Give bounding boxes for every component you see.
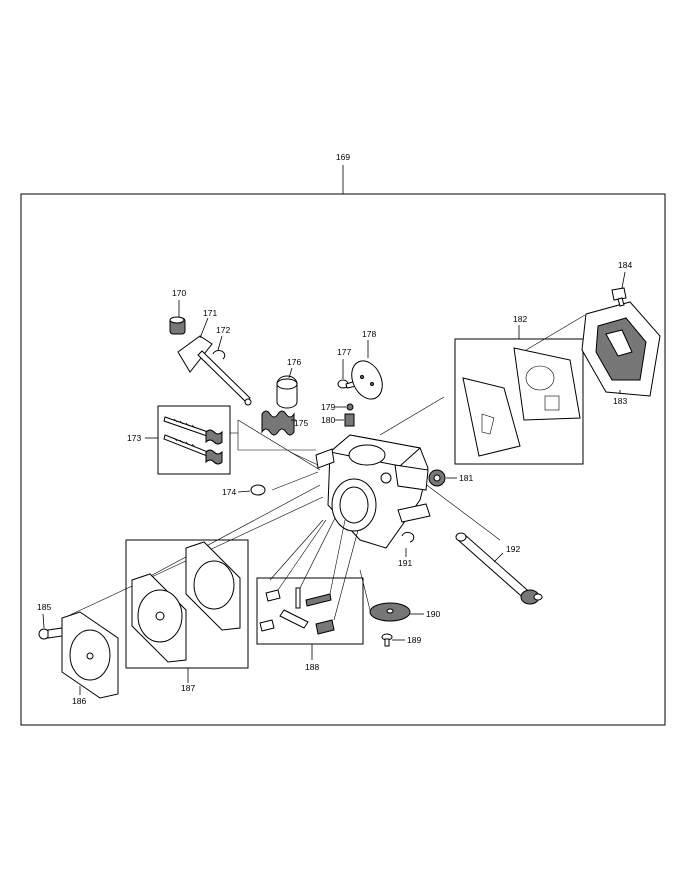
part-179: 179 [321, 402, 354, 412]
alignment-lines [69, 314, 586, 616]
part-189: 189 [381, 633, 421, 647]
svg-text:179: 179 [321, 402, 335, 412]
svg-text:172: 172 [216, 325, 230, 335]
part-190: 190 [359, 569, 440, 622]
svg-text:176: 176 [287, 357, 301, 367]
svg-text:189: 189 [407, 635, 421, 645]
svg-text:184: 184 [618, 260, 632, 270]
svg-text:185: 185 [37, 602, 51, 612]
part-176: 176 [276, 357, 301, 409]
svg-text:170: 170 [172, 288, 186, 298]
svg-text:171: 171 [203, 308, 217, 318]
part-191: 191 [398, 531, 415, 568]
part-185: 185 [37, 602, 63, 640]
part-192: 192 [455, 532, 543, 605]
svg-text:175: 175 [294, 418, 308, 428]
svg-text:178: 178 [362, 329, 376, 339]
part-182: 182 [454, 314, 584, 465]
part-187: 187 [125, 539, 249, 693]
part-173: 173 [127, 405, 231, 475]
assembly-label-169: 169 [336, 152, 350, 162]
svg-text:183: 183 [613, 396, 627, 406]
part-181: 181 [428, 469, 473, 487]
part-175: 175 [261, 410, 308, 436]
part-180: 180 [321, 413, 355, 427]
part-188: 188 [256, 517, 364, 672]
part-184: 184 [611, 260, 632, 307]
svg-text:191: 191 [398, 558, 412, 568]
part-178: 178 [351, 329, 383, 400]
svg-text:182: 182 [513, 314, 527, 324]
svg-text:192: 192 [506, 544, 520, 554]
svg-text:173: 173 [127, 433, 141, 443]
svg-text:180: 180 [321, 415, 335, 425]
svg-text:190: 190 [426, 609, 440, 619]
part-171: 171 [177, 308, 252, 406]
part-186: 186 [61, 611, 119, 706]
part-172: 172 [212, 325, 230, 360]
svg-text:174: 174 [222, 487, 236, 497]
assembly-frame [20, 193, 666, 726]
carburetor-body [315, 434, 431, 549]
svg-text:186: 186 [72, 696, 86, 706]
svg-text:177: 177 [337, 347, 351, 357]
svg-text:181: 181 [459, 473, 473, 483]
part-183: 183 [581, 301, 661, 406]
svg-text:188: 188 [305, 662, 319, 672]
svg-text:187: 187 [181, 683, 195, 693]
part-170: 170 [169, 288, 186, 335]
part-174: 174 [222, 484, 266, 497]
